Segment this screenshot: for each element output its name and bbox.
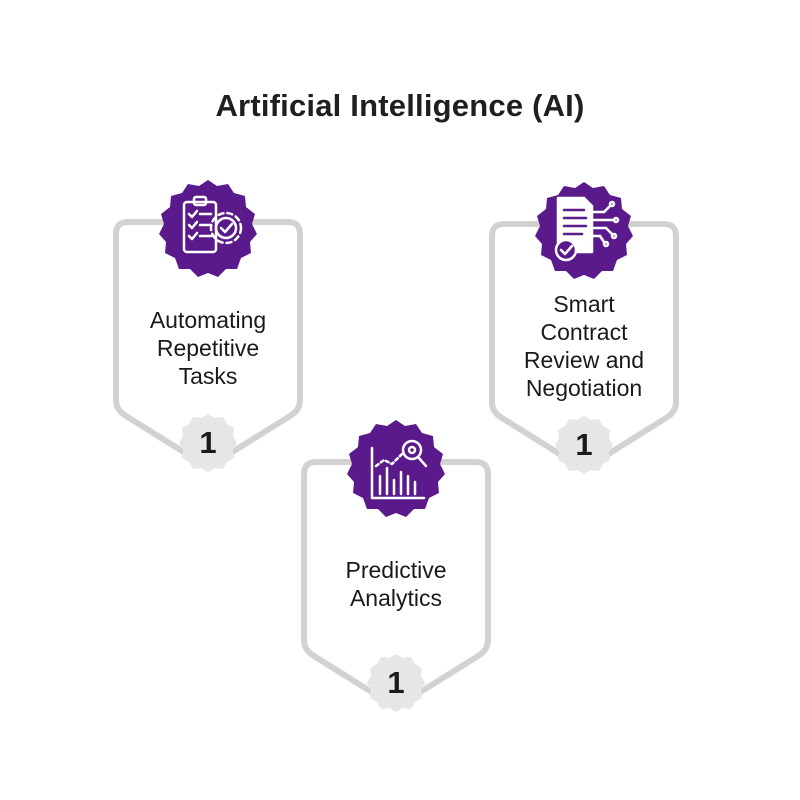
document-circuit-check-icon	[535, 182, 633, 279]
number-badge-shape	[367, 654, 425, 712]
card-label: Automating Repetitive Tasks	[149, 307, 267, 389]
bar-chart-magnifier-icon	[347, 420, 445, 517]
card-frame	[489, 221, 679, 460]
card-label: Predictive Analytics	[345, 557, 447, 611]
clipboard-checklist-gear-icon	[159, 180, 257, 277]
page-title: Artificial Intelligence (AI)	[215, 88, 585, 123]
card-smart-contract: Smart Contract Review and Negotiation 1	[484, 180, 684, 474]
card-label: Smart Contract Review and Negotiation	[523, 291, 645, 401]
card-frame	[301, 459, 491, 698]
card-automating-tasks: Automating Repetitive Tasks 1	[108, 178, 308, 472]
card-predictive-analytics: Predictive Analytics 1	[296, 418, 496, 712]
card-frame	[113, 219, 303, 458]
number-badge-shape	[555, 416, 613, 474]
number-badge-shape	[179, 414, 237, 472]
